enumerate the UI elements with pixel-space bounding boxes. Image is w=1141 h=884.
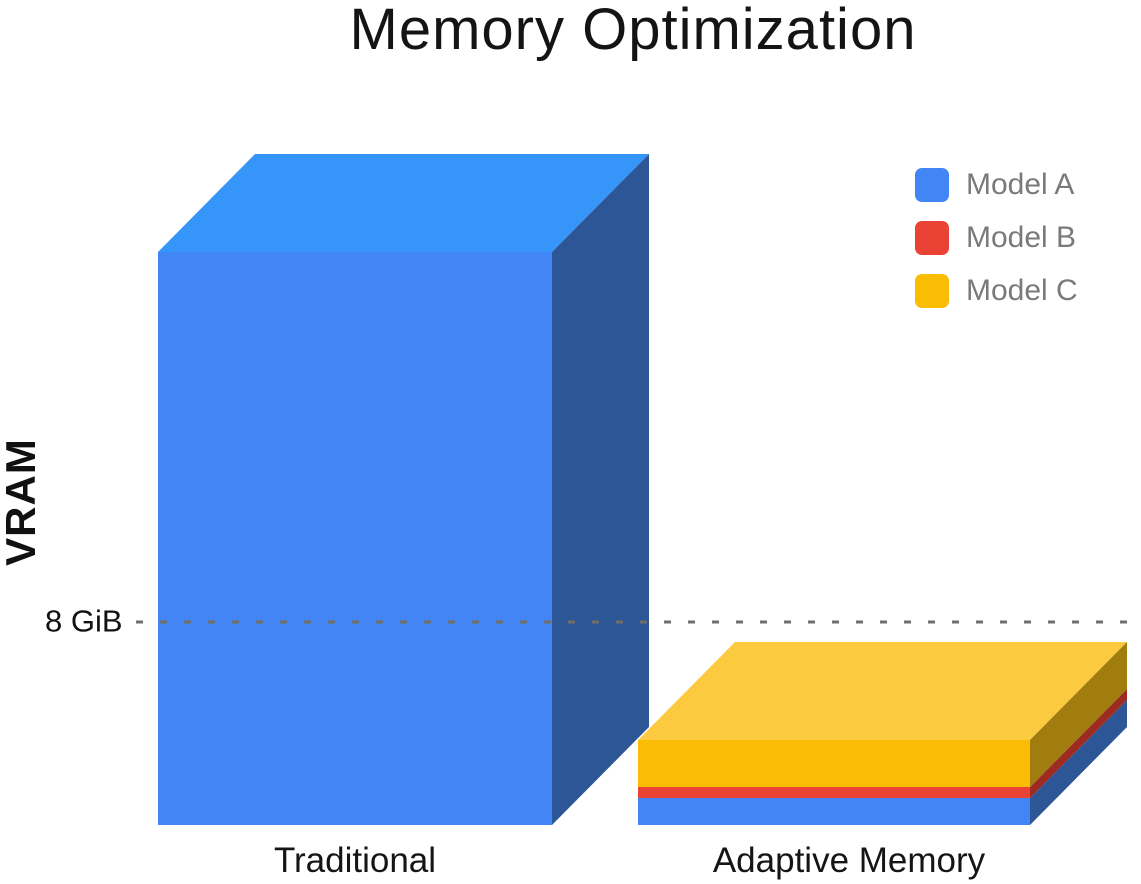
category-label-traditional: Traditional [273,841,437,880]
chart-title: Memory Optimization [349,0,917,62]
legend: Model A Model B Model C [915,168,1078,327]
bar-adaptive-memory-model-c-front-face [638,740,1030,787]
legend-swatch-model-c-icon [915,274,949,308]
legend-label-model-a: Model A [966,168,1075,201]
bar-adaptive-memory-model-b-side-face [1030,689,1127,798]
bar-adaptive-memory-model-b-front-face [638,787,1030,798]
legend-label-model-b: Model B [966,221,1077,254]
legend-label-model-c: Model C [966,274,1078,307]
legend-swatch-model-b-icon [915,221,949,255]
bar-adaptive-memory-model-a-front-face [638,798,1030,825]
category-label-adaptive-memory: Adaptive Memory [712,841,986,880]
legend-item-model-a: Model A [915,168,1078,202]
legend-item-model-c: Model C [915,274,1078,308]
bar-adaptive-memory-model-a-side-face [1030,700,1127,825]
bar-traditional-top-face [158,154,649,252]
reference-line-label: 8 GiB [45,603,123,639]
y-axis-label: VRAM [0,438,44,566]
bar-traditional-model-a-side-face [552,154,649,825]
bar-adaptive-memory-top-face [638,642,1127,740]
legend-item-model-b: Model B [915,221,1078,255]
bar-traditional-model-a-front-face [158,252,552,825]
legend-swatch-model-a-icon [915,168,949,202]
bar-adaptive-memory-model-c-side-face [1030,642,1127,787]
